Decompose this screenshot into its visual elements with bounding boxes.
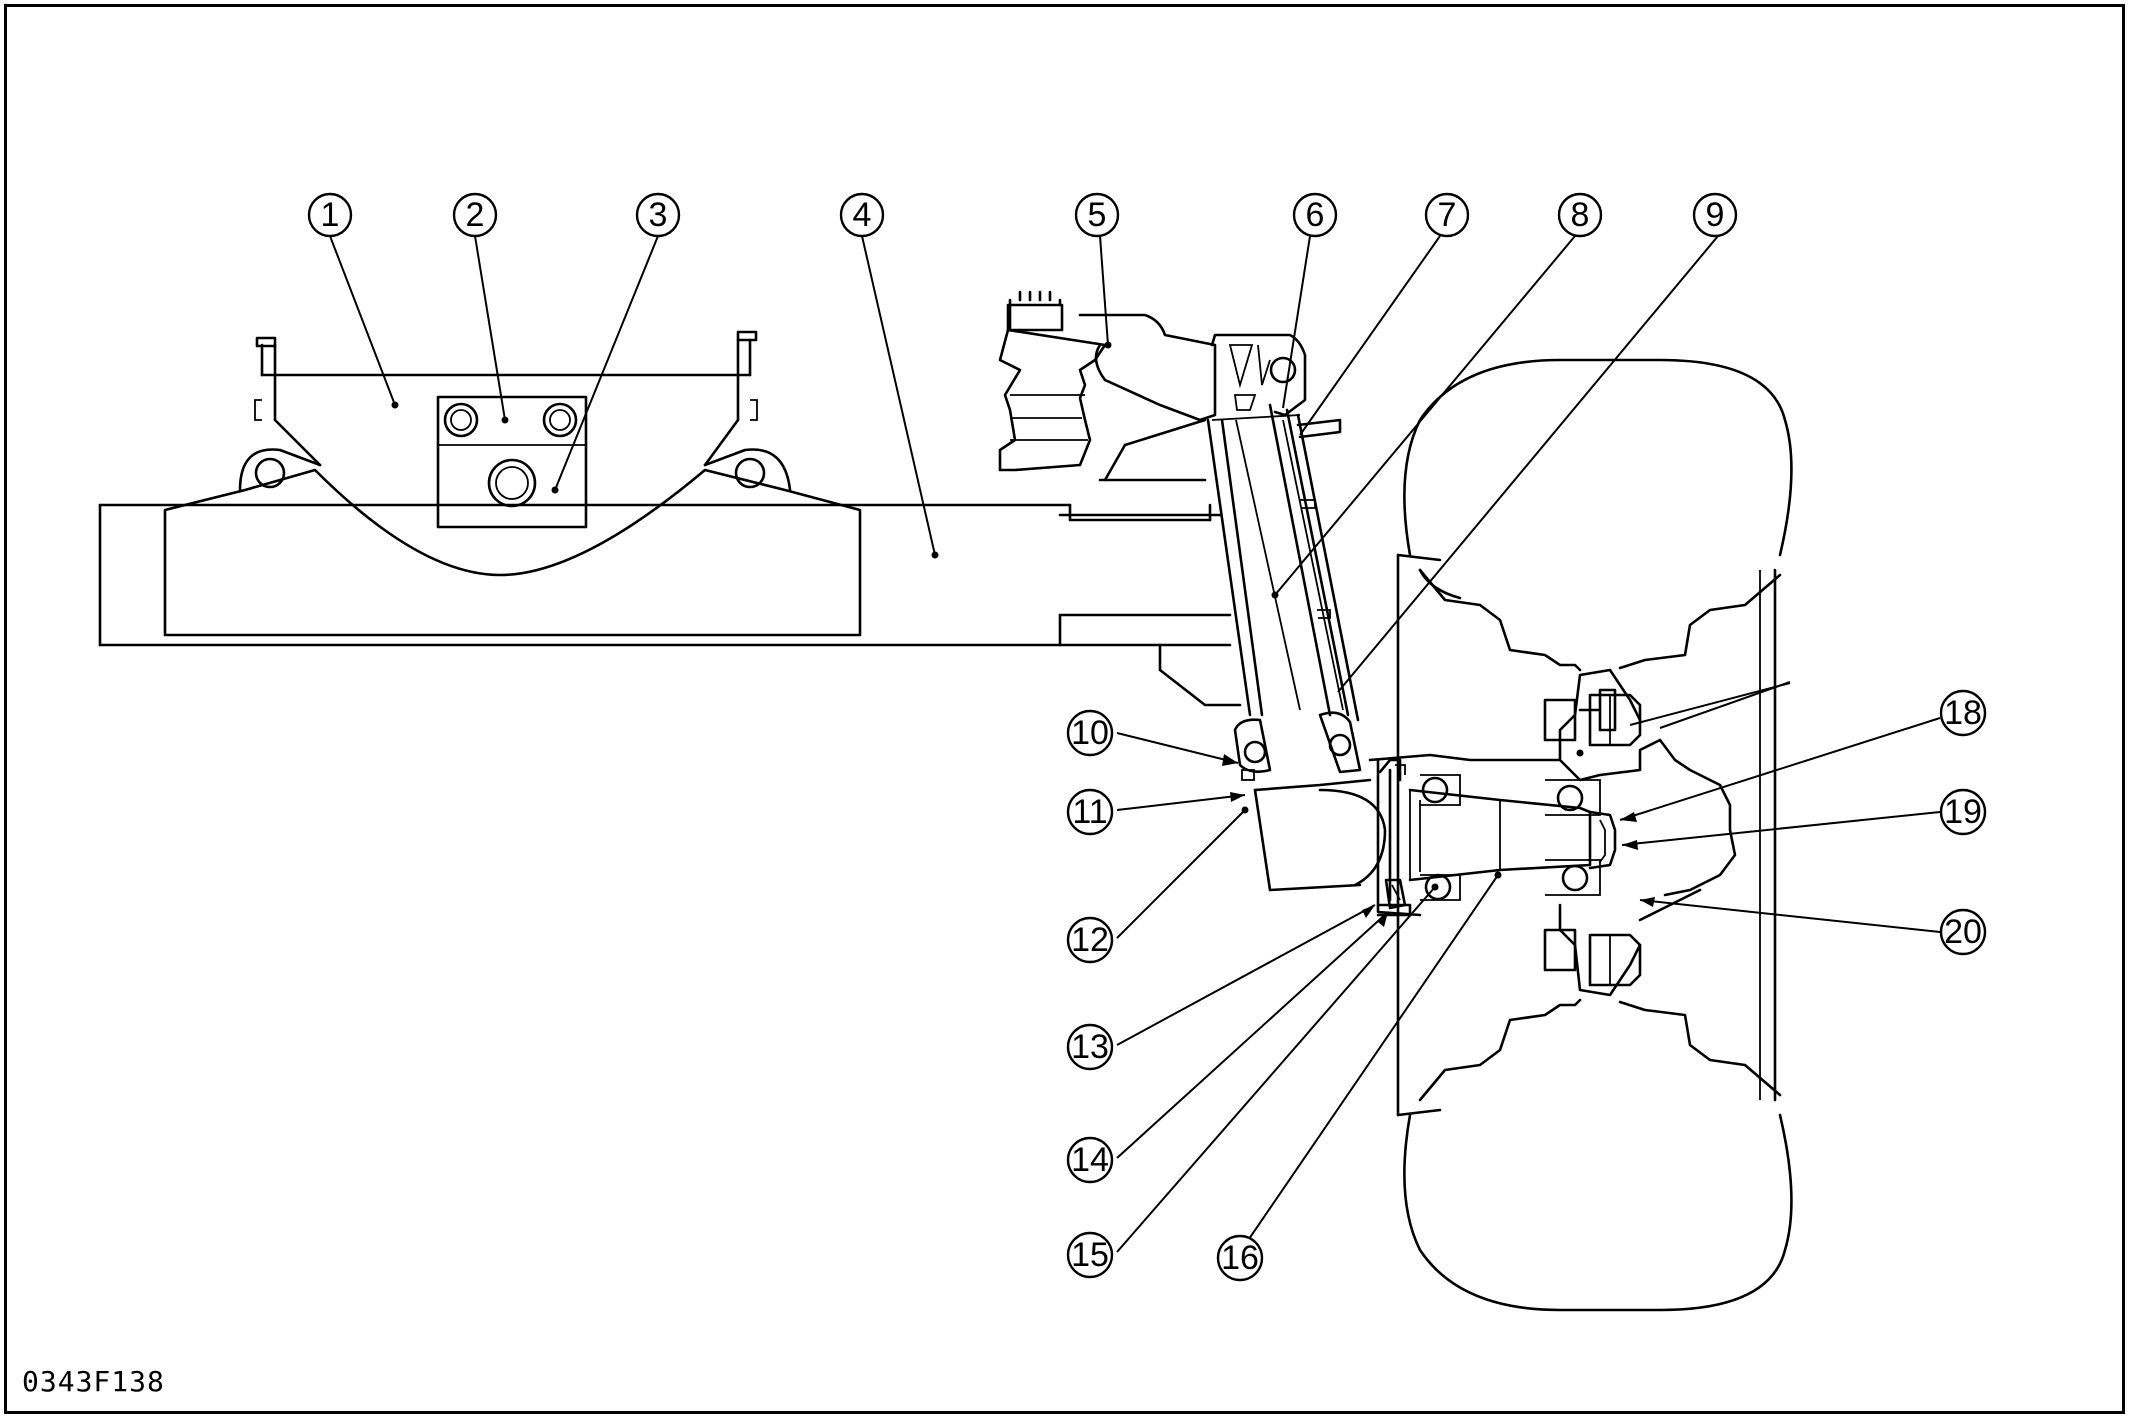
svg-text:6: 6 xyxy=(1306,196,1325,234)
svg-text:7: 7 xyxy=(1438,196,1457,234)
callout-19: 19 xyxy=(1939,788,1987,836)
diagram-frame xyxy=(4,4,2125,1414)
svg-text:18: 18 xyxy=(1944,694,1982,732)
svg-text:2: 2 xyxy=(466,196,485,234)
svg-text:8: 8 xyxy=(1571,196,1590,234)
callout-9: 9 xyxy=(1692,192,1738,238)
figure-code: 0343F138 xyxy=(22,1365,165,1398)
svg-text:13: 13 xyxy=(1071,1028,1109,1066)
callout-11: 11 xyxy=(1066,788,1114,836)
callout-5: 5 xyxy=(1074,192,1120,238)
svg-text:9: 9 xyxy=(1706,196,1725,234)
svg-text:11: 11 xyxy=(1072,793,1107,831)
wheel-hub xyxy=(1368,668,1737,997)
callout-dots xyxy=(391,341,1584,891)
svg-text:14: 14 xyxy=(1071,1141,1109,1179)
callout-bubbles: 1 2 3 4 5 6 7 8 9 10 11 12 13 14 15 16 1… xyxy=(307,192,1987,1282)
callout-10: 10 xyxy=(1066,709,1114,757)
callout-3: 3 xyxy=(635,192,681,238)
svg-text:15: 15 xyxy=(1071,1236,1109,1274)
callout-12: 12 xyxy=(1066,916,1114,964)
svg-text:16: 16 xyxy=(1221,1239,1259,1277)
callout-7: 7 xyxy=(1424,192,1470,238)
axle-beam xyxy=(98,503,1242,707)
callout-leaders xyxy=(329,235,1941,1256)
callout-13: 13 xyxy=(1066,1023,1114,1071)
kingpin-knuckle xyxy=(1206,333,1387,892)
callout-14: 14 xyxy=(1066,1136,1114,1184)
callout-20: 20 xyxy=(1939,908,1987,956)
svg-text:5: 5 xyxy=(1088,196,1107,234)
svg-text:1: 1 xyxy=(321,196,340,234)
tie-rod-end xyxy=(998,290,1217,482)
tire-and-rim xyxy=(1396,358,1793,1312)
callout-16: 16 xyxy=(1216,1234,1264,1282)
svg-text:20: 20 xyxy=(1944,913,1982,951)
svg-text:19: 19 xyxy=(1944,793,1982,831)
callout-8: 8 xyxy=(1557,192,1603,238)
svg-text:12: 12 xyxy=(1071,921,1109,959)
callout-2: 2 xyxy=(452,192,498,238)
callout-6: 6 xyxy=(1292,192,1338,238)
svg-text:10: 10 xyxy=(1071,714,1109,752)
callout-4: 4 xyxy=(839,192,885,238)
pivot-support xyxy=(163,330,862,637)
callout-1: 1 xyxy=(307,192,353,238)
svg-text:4: 4 xyxy=(853,196,872,234)
callout-18: 18 xyxy=(1939,689,1987,737)
callout-15: 15 xyxy=(1066,1231,1114,1279)
svg-text:3: 3 xyxy=(649,196,668,234)
